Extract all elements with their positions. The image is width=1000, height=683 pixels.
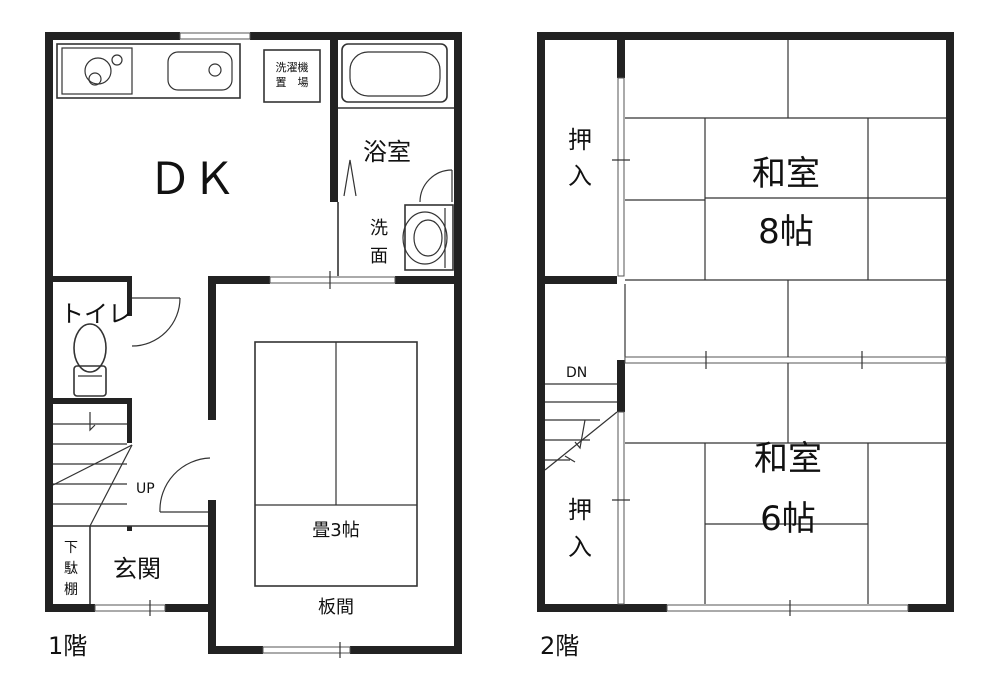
stairs-floor2 bbox=[544, 383, 618, 471]
closet-lower-label-2: 入 bbox=[568, 533, 592, 561]
bathtub bbox=[341, 43, 448, 103]
tatami-label: 畳3帖 bbox=[312, 520, 359, 541]
closet-lower-label-1: 押 bbox=[568, 496, 592, 524]
kitchen-counter bbox=[56, 43, 241, 99]
toilet-fixture bbox=[73, 323, 107, 397]
shoe-cabinet-label-2: 駄 bbox=[64, 561, 78, 577]
washitsu-6-label-2: 6帖 bbox=[760, 499, 816, 539]
tatami-6jo bbox=[625, 363, 946, 604]
washroom-label-1: 洗 bbox=[370, 218, 388, 239]
tatami-8jo bbox=[625, 40, 946, 357]
washitsu-8-label-2: 8帖 bbox=[758, 212, 814, 252]
stairs-down-label: DN bbox=[566, 365, 587, 381]
floor2-title: 2階 bbox=[540, 632, 579, 660]
washitsu-6-label-1: 和室 bbox=[754, 439, 822, 479]
washer-label-line1: 洗濯機 bbox=[276, 60, 309, 74]
shoe-cabinet-label-1: 下 bbox=[64, 540, 78, 556]
entrance-label: 玄関 bbox=[113, 555, 161, 583]
shoe-cabinet-label-3: 棚 bbox=[64, 582, 78, 598]
tatami-3jo bbox=[254, 341, 418, 587]
stairs-up-label: UP bbox=[136, 481, 155, 497]
washitsu-8-label-1: 和室 bbox=[752, 154, 820, 194]
wash-basin bbox=[402, 204, 454, 271]
closet-upper-label-1: 押 bbox=[568, 126, 592, 154]
bath-label: 浴室 bbox=[363, 138, 411, 166]
floor-1: 洗濯機 置 場 bbox=[45, 32, 462, 660]
washroom-label-2: 面 bbox=[370, 246, 388, 267]
washer-spot: 洗濯機 置 場 bbox=[263, 49, 321, 103]
toilet-label: トイレ bbox=[60, 300, 132, 328]
dk-label: ＤＫ bbox=[148, 154, 236, 205]
floor-2: 押 入 和室 8帖 DN 押 入 和室 6帖 2階 bbox=[537, 32, 954, 660]
closet-upper-label-2: 入 bbox=[568, 162, 592, 190]
stairs-floor1 bbox=[52, 412, 133, 527]
wood-floor-label: 板間 bbox=[318, 597, 354, 618]
washer-label-line2: 置 場 bbox=[276, 76, 309, 89]
floor1-title: 1階 bbox=[48, 632, 87, 660]
